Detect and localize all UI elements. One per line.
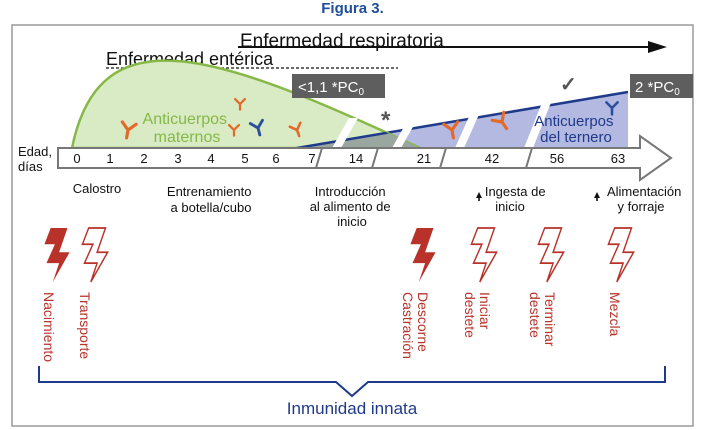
phase-entrenamiento: Entrenamiento a botella/cubo	[167, 184, 255, 215]
phase-alimentacion: Alimentación y forraje	[607, 184, 685, 214]
lightning-icon	[44, 228, 70, 282]
stressor-nacimiento: Nacimiento	[41, 292, 57, 362]
figure-frame	[11, 24, 694, 427]
figure-title: Figura 3.	[321, 0, 384, 17]
up-arrow-icon-stem	[478, 197, 480, 201]
axis-tick-label: 4	[207, 151, 214, 166]
phase-introduccion: Introducción al alimento de inicio	[310, 184, 395, 229]
check-marker: ✓	[560, 74, 577, 96]
threshold-box-right	[630, 74, 693, 98]
lightning-descorne	[410, 228, 436, 282]
axis-tick-label: 21	[417, 151, 431, 166]
stressor-iniciar: Iniciar destete	[462, 292, 493, 338]
axis-tick-label: 6	[272, 151, 279, 166]
timeline-arrow	[57, 134, 673, 182]
axis-tick-label: 2	[140, 151, 147, 166]
phase-calostro: Calostro	[73, 181, 121, 196]
axis-label: Edad, días	[18, 144, 56, 174]
lightning-icon	[607, 227, 635, 283]
band-stripes	[332, 100, 552, 148]
lightning-mezcla	[607, 227, 635, 283]
lightning-transporte	[81, 227, 109, 283]
lightning-icon	[81, 227, 109, 283]
stressor-labels: Nacimiento Transporte Descorne Castració…	[41, 292, 623, 362]
respiratory-disease-label: Enfermedad respiratoria	[240, 31, 444, 52]
calf-antibody-label: Anticuerpos del ternero	[534, 113, 617, 146]
phase-ingesta: Ingesta de inicio	[485, 184, 549, 214]
small-up-arrows	[476, 192, 600, 201]
stressor-descorne: Descorne Castración	[400, 292, 431, 359]
asterisk-marker: *	[381, 107, 391, 134]
threshold-right-text: 2 *PC0	[635, 79, 680, 98]
innate-label: Inmunidad innata	[287, 399, 418, 418]
axis-tick-label: 0	[73, 151, 80, 166]
up-arrow-icon	[594, 192, 600, 198]
stressor-terminar: Terminar destete	[527, 292, 558, 350]
respiratory-disease-arrow	[238, 41, 667, 53]
threshold-box-left	[292, 74, 385, 98]
axis-tick-label: 42	[485, 151, 499, 166]
axis-tick-label: 7	[308, 151, 315, 166]
lightning-iniciar	[470, 227, 498, 283]
axis-tick-label: 1	[106, 151, 113, 166]
axis-tick-label: 14	[349, 151, 363, 166]
axis-tick-label: 63	[611, 151, 625, 166]
lightning-icon	[410, 228, 436, 282]
stressor-transporte: Transporte	[77, 292, 93, 359]
innate-brace	[38, 366, 666, 398]
up-arrow-icon-stem	[596, 197, 598, 201]
maternal-antibody-label: Anticuerpos maternos	[143, 111, 232, 146]
lightning-icon	[537, 227, 565, 283]
axis-tick-label: 5	[241, 151, 248, 166]
threshold-left-text: <1,1 *PC0	[298, 79, 364, 98]
lightning-terminar	[537, 227, 565, 283]
axis-tick-label: 56	[550, 151, 564, 166]
up-arrow-icon	[476, 192, 482, 198]
lightning-icon	[470, 227, 498, 283]
maternal-antibody-area	[70, 59, 421, 150]
stressor-mezcla: Mezcla	[607, 292, 623, 337]
lightning-nacimiento	[44, 228, 70, 282]
axis-tick-label: 3	[174, 151, 181, 166]
